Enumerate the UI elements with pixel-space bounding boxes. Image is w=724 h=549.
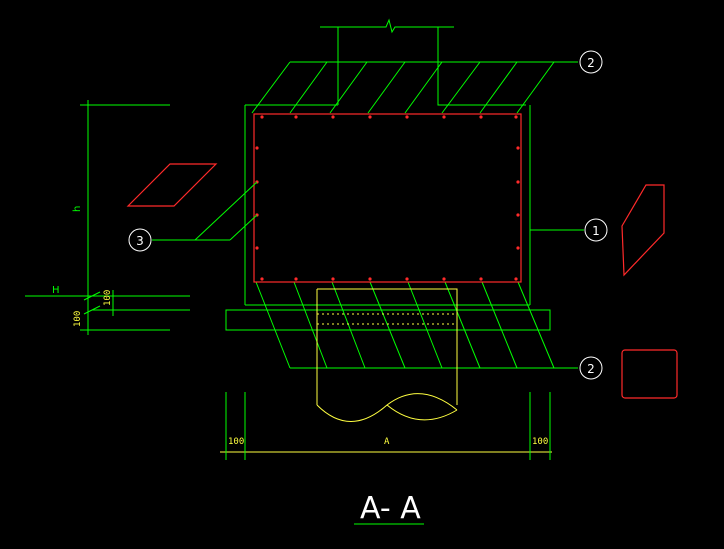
leaders: [152, 61, 584, 369]
left-dimensions: [25, 100, 190, 335]
dim-100-vertical-2: 100: [73, 311, 83, 327]
callout-2-bottom: 2: [579, 356, 603, 380]
section-title: A- A: [354, 491, 424, 526]
callout-3: 3: [128, 228, 152, 252]
svg-text:2: 2: [587, 56, 595, 70]
dim-100-bottom-right: 100: [532, 437, 548, 447]
bottom-dimensions: [220, 392, 552, 460]
rebar-detail-shapes: [126, 163, 678, 399]
svg-text:3: 3: [136, 234, 144, 248]
base-slab: [225, 309, 551, 331]
label-h: h: [72, 206, 83, 212]
rebar-cage: [253, 113, 522, 283]
svg-text:A- A: A- A: [360, 491, 421, 526]
outer-wall: [244, 104, 531, 306]
dim-100-vertical: 100: [103, 290, 113, 306]
label-H: H: [52, 285, 60, 296]
bottom-hatch: [255, 281, 578, 369]
pile: [316, 288, 458, 422]
callout-2-top: 2: [579, 50, 603, 74]
svg-text:2: 2: [587, 362, 595, 376]
callout-1: 1: [584, 218, 608, 242]
top-hatch: [251, 61, 578, 114]
dim-A: A: [384, 437, 390, 447]
dim-100-bottom-left: 100: [228, 437, 244, 447]
svg-text:1: 1: [592, 224, 600, 238]
